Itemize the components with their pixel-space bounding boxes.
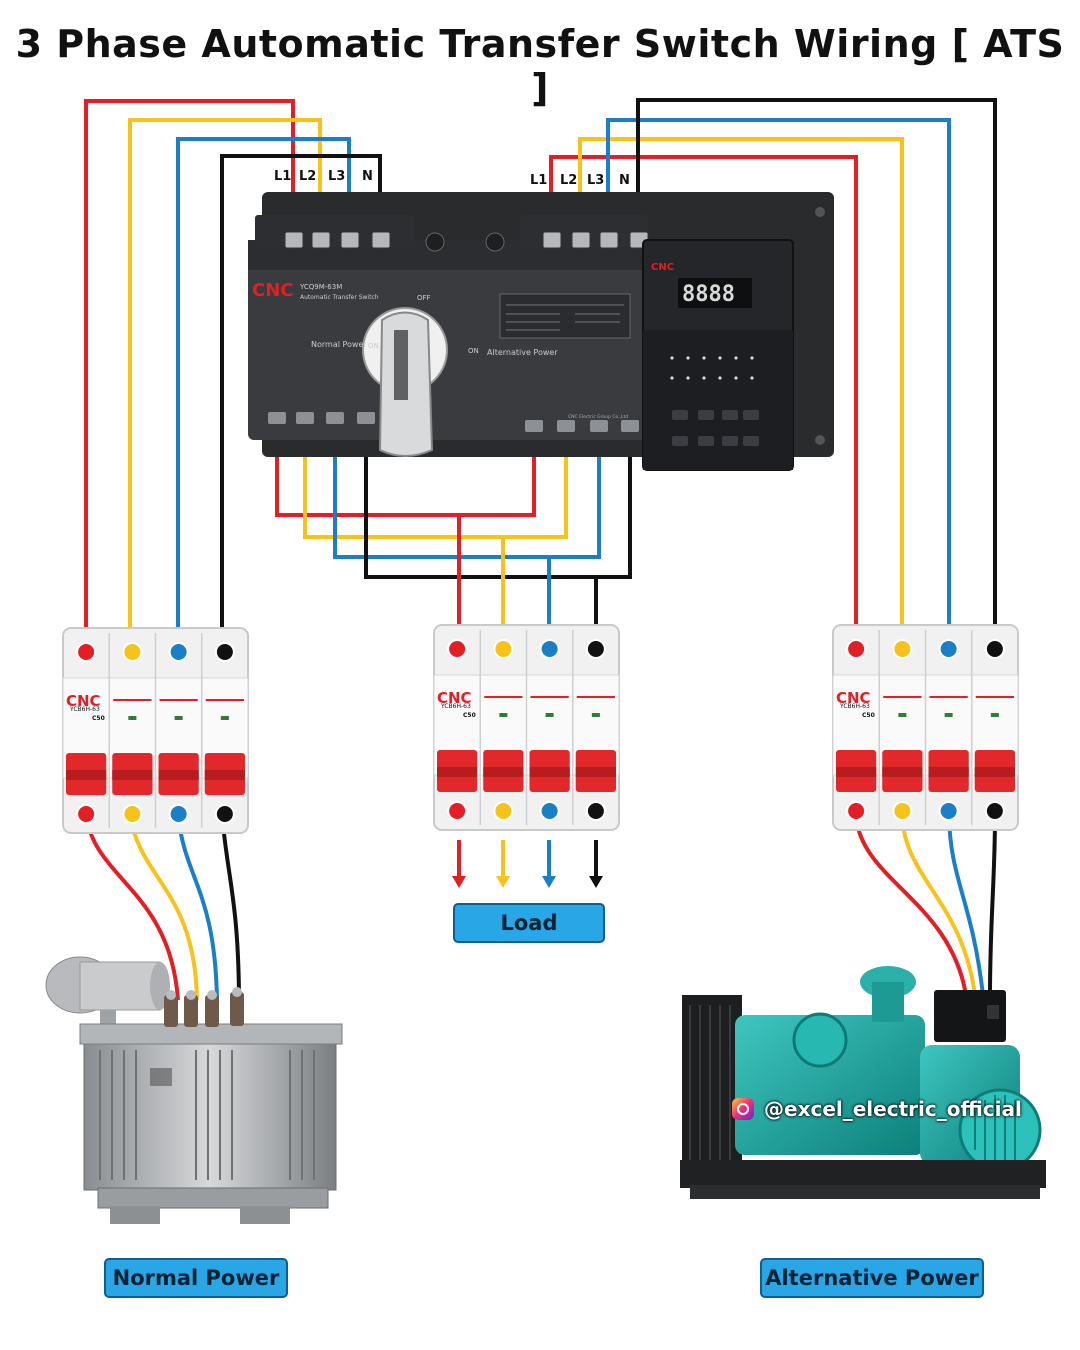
breaker-load[interactable] [433,624,620,831]
breaker-3-brand: CNC [836,689,871,707]
breaker-3-model: YCB6H-63 [840,703,870,710]
breaker-1-rating: C50 [92,715,105,722]
wire-load-bridge-l2 [303,430,568,539]
terminal-dot [539,801,560,821]
terminal-dot [76,804,97,824]
wire-alt-n [636,98,997,650]
ats-off-text: OFF [417,294,431,302]
terminal-dot [938,801,959,821]
terminal-label: L2 [299,169,316,184]
terminal-label: L3 [587,173,604,188]
wire-trafo-l1 [84,814,180,1001]
wire-gen-l2 [900,814,977,996]
breaker-2-brand: CNC [437,689,472,707]
breaker-1-model: YCB6H-63 [70,706,100,713]
wire-normal-l2 [128,118,322,650]
terminal-dot [76,642,97,662]
terminal-dot [447,639,468,659]
terminal-dot [122,804,143,824]
ats-rotary-handle [362,307,448,457]
terminal-dot [585,639,606,659]
terminal-label: L2 [560,173,577,188]
transformer-image [45,956,343,1224]
terminal-dot [539,639,560,659]
ats-controller-display-bg [678,278,752,308]
terminal-dot [168,804,189,824]
wires [84,98,997,1001]
terminal-dot [846,801,867,821]
terminal-label: L1 [530,173,547,188]
ats-normal-text: Normal Power [311,340,367,349]
ats-rating-label [499,293,631,339]
ats-unit: CNC YCQ9M-63M Automatic Transfer Switch … [248,192,834,471]
terminal-dot [493,801,514,821]
ats-controller-brand: CNC [651,262,674,273]
ats-controller-display: 8888 [682,282,735,307]
breaker-2-model: YCB6H-63 [441,703,471,710]
generator-image [680,966,1046,1199]
wire-gen-l3 [947,814,985,996]
social-handle: @excel_electric_official [732,1097,1022,1121]
wire-gen-l1 [854,814,968,996]
load-label: Load [453,903,605,943]
terminal-label: L1 [274,169,291,184]
breaker-1-brand: CNC [66,692,101,710]
instagram-icon [732,1098,754,1120]
page-title: 3 Phase Automatic Transfer Switch Wiring… [15,22,1065,110]
load-arrows [452,840,603,888]
terminal-dot [493,639,514,659]
breaker-3-rating: C50 [862,712,875,719]
wire-trafo-l3 [176,814,219,1001]
terminal-dot [984,639,1005,659]
ats-alt-text: Alternative Power [487,348,558,357]
breaker-2-rating: C50 [463,712,476,719]
breaker-alternative[interactable] [832,624,1019,831]
ats-body [248,240,650,440]
wire-trafo-l2 [128,814,199,1001]
normal-power-label: Normal Power [104,1258,288,1298]
wire-load-bridge-l1 [275,430,536,517]
social-handle-text: @excel_electric_official [764,1097,1022,1121]
ats-right-terminal-labels: L1 L2 L3 N [530,173,630,188]
ats-maker: CNC Electric Group Co.,Ltd [568,414,628,420]
ats-brand: CNC [252,280,293,301]
terminal-dot [214,804,235,824]
wire-trafo-n [220,814,241,996]
terminal-dot [214,642,235,662]
breaker-normal[interactable] [62,627,249,834]
terminal-label: N [362,169,373,184]
terminal-dot [846,639,867,659]
wire-gen-n [988,814,997,996]
terminal-label: N [619,173,630,188]
terminal-dot [938,639,959,659]
ats-on-left: ON [368,342,379,350]
terminal-label: L3 [328,169,345,184]
terminal-dot [585,801,606,821]
terminal-dot [984,801,1005,821]
ats-on-right: ON [468,347,479,355]
wire-load-bridge-n [364,430,632,579]
terminal-dot [122,642,143,662]
ats-subtitle: Automatic Transfer Switch [300,294,379,301]
ats-left-terminal-labels: L1 L2 L3 N [274,169,373,184]
wire-normal-l1 [84,99,295,650]
wire-alt-l3 [606,118,951,650]
alternative-power-label: Alternative Power [760,1258,984,1298]
terminal-dot [892,639,913,659]
terminal-dot [892,801,913,821]
terminal-dot [447,801,468,821]
ats-model: YCQ9M-63M [299,283,342,291]
terminal-dot [168,642,189,662]
wire-load-bridge-l3 [333,430,601,559]
